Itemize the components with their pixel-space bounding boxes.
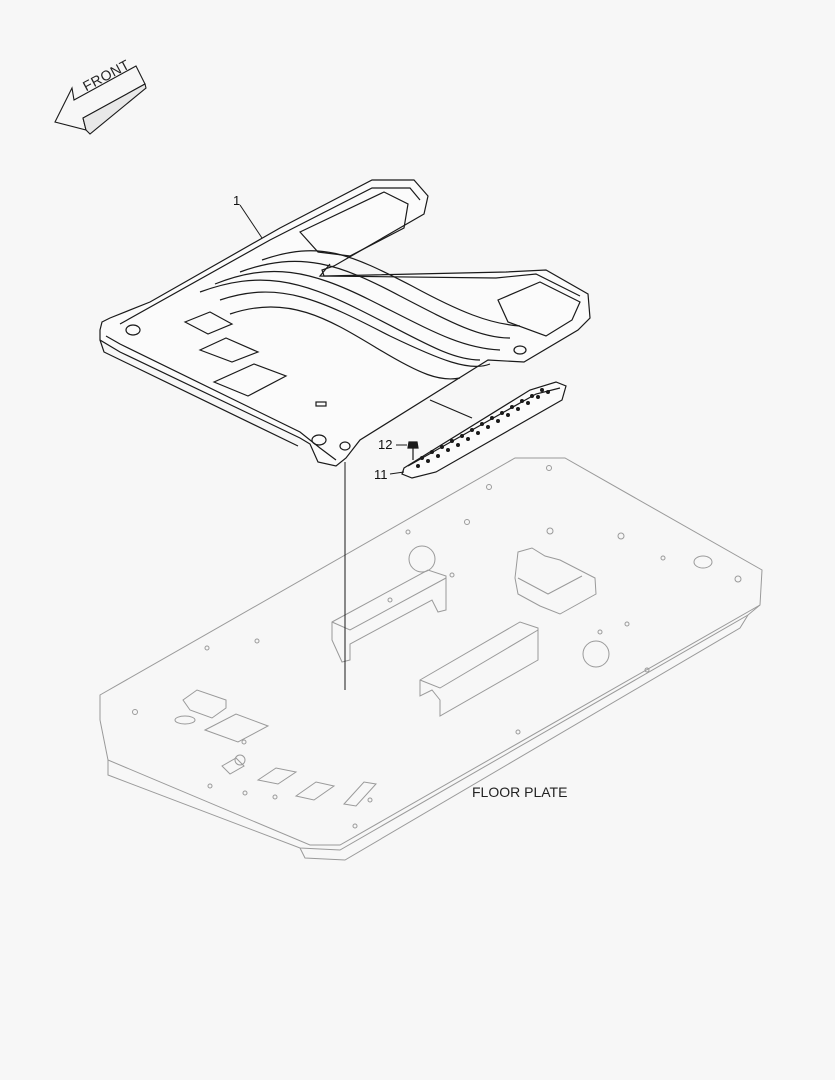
callout-1-label: 1 (233, 193, 241, 208)
floor-mat-part-1 (99, 179, 591, 467)
callout-12-label: 12 (378, 437, 393, 452)
screw-part-12-icon (407, 441, 419, 460)
callout-1-leader (239, 204, 263, 239)
callout-11-leader (389, 471, 405, 475)
front-arrow-icon (54, 65, 147, 135)
callout-11-label: 11 (374, 467, 388, 482)
floor-plate-drawing (99, 457, 763, 861)
floor-plate-label: FLOOR PLATE (472, 784, 568, 800)
scuff-plate-part-11 (401, 381, 567, 479)
